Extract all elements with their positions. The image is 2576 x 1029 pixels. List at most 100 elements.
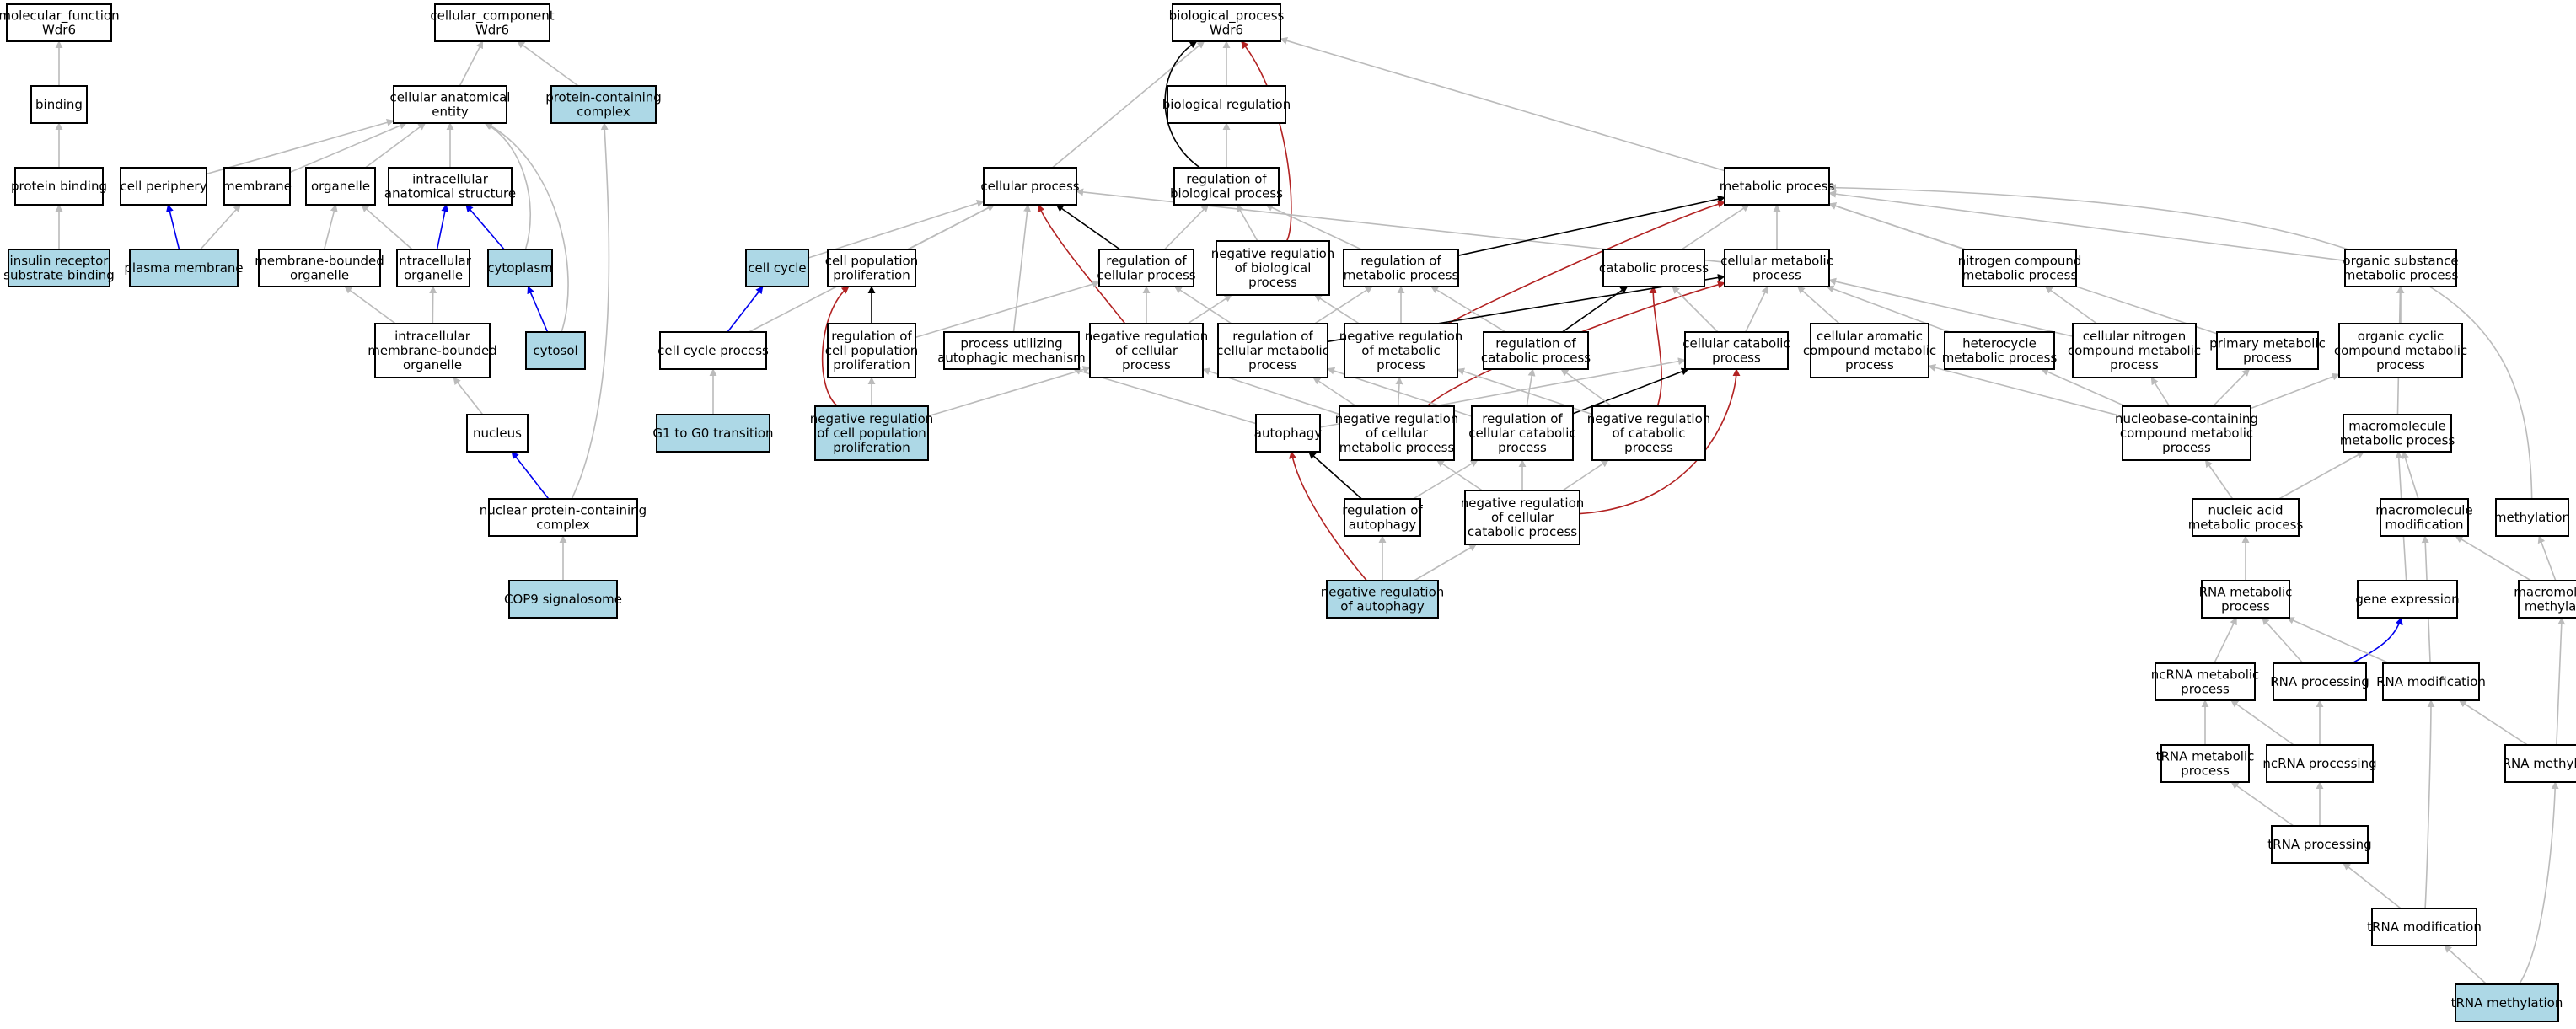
node-label: process xyxy=(1498,440,1547,455)
edge-is-a xyxy=(2230,699,2294,746)
go-term-node[interactable]: tRNA methylation xyxy=(2451,983,2563,1022)
go-term-node[interactable]: cell cycle process xyxy=(657,331,769,370)
go-term-node[interactable]: cell periphery xyxy=(120,167,207,206)
go-term-node[interactable]: plasma membrane xyxy=(124,249,244,287)
go-term-node[interactable]: gene expression xyxy=(2355,580,2460,619)
go-term-node[interactable]: cytoplasm xyxy=(487,249,553,287)
node-label: autophagy xyxy=(1254,426,1322,441)
node-label: methylation xyxy=(2525,599,2576,614)
go-term-node[interactable]: metabolic process xyxy=(1720,167,1835,206)
go-term-node[interactable]: autophagy xyxy=(1254,414,1322,453)
go-term-node[interactable]: biological regulation xyxy=(1162,85,1291,124)
node-label: proliferation xyxy=(833,357,910,372)
go-term-node[interactable]: cell cycle xyxy=(745,249,809,287)
node-label: cellular catabolic xyxy=(1682,336,1790,351)
go-term-node[interactable]: membrane xyxy=(223,167,292,206)
edge-is-a xyxy=(1414,544,1478,581)
node-box xyxy=(1684,331,1789,370)
go-term-node[interactable]: RNA processing xyxy=(2270,662,2369,701)
edge-is-a xyxy=(206,119,394,175)
go-term-node[interactable]: COP9 signalosome xyxy=(504,580,622,619)
node-label: nucleic acid xyxy=(2208,503,2284,518)
go-term-node[interactable]: tRNA processing xyxy=(2267,825,2372,864)
go-term-node[interactable]: binding xyxy=(30,85,88,124)
go-term-node[interactable]: G1 to G0 transition xyxy=(652,414,774,453)
go-term-node[interactable]: organelle xyxy=(305,167,376,206)
go-term-node[interactable]: catabolic process xyxy=(1599,249,1709,287)
node-label: negative regulation xyxy=(1211,246,1335,261)
node-box xyxy=(1255,414,1321,453)
go-term-node[interactable]: protein binding xyxy=(11,167,107,206)
go-term-node[interactable]: ncRNA processing xyxy=(2262,744,2377,783)
node-box xyxy=(2380,498,2469,537)
go-term-node[interactable]: RNA modification xyxy=(2376,662,2486,701)
node-box xyxy=(2271,825,2369,864)
node-label: molecular_function xyxy=(0,8,120,24)
node-label: macromolecule xyxy=(2375,503,2472,518)
edge-is-a xyxy=(2041,368,2126,407)
node-label: tRNA modification xyxy=(2367,919,2482,935)
go-term-node[interactable]: methylation xyxy=(2494,498,2570,537)
go-term-node[interactable]: nucleus xyxy=(466,414,529,453)
go-term-node[interactable]: cytosol xyxy=(525,331,586,370)
node-label: RNA processing xyxy=(2270,674,2369,689)
node-box xyxy=(2343,414,2452,453)
go-term-node[interactable]: macromoleculemethylation xyxy=(2514,580,2576,619)
node-label: cellular process xyxy=(980,179,1079,194)
go-term-node[interactable]: cellular process xyxy=(980,167,1080,206)
go-term-node[interactable]: tRNA modification xyxy=(2367,908,2482,946)
node-label: cellular aromatic xyxy=(1817,329,1923,344)
node-label: entity xyxy=(432,105,469,120)
go-term-node[interactable]: RNA methylation xyxy=(2503,744,2576,783)
node-label: nucleus xyxy=(473,426,522,441)
edge-is-a xyxy=(459,40,484,87)
node-label: metabolic process xyxy=(1344,268,1459,283)
